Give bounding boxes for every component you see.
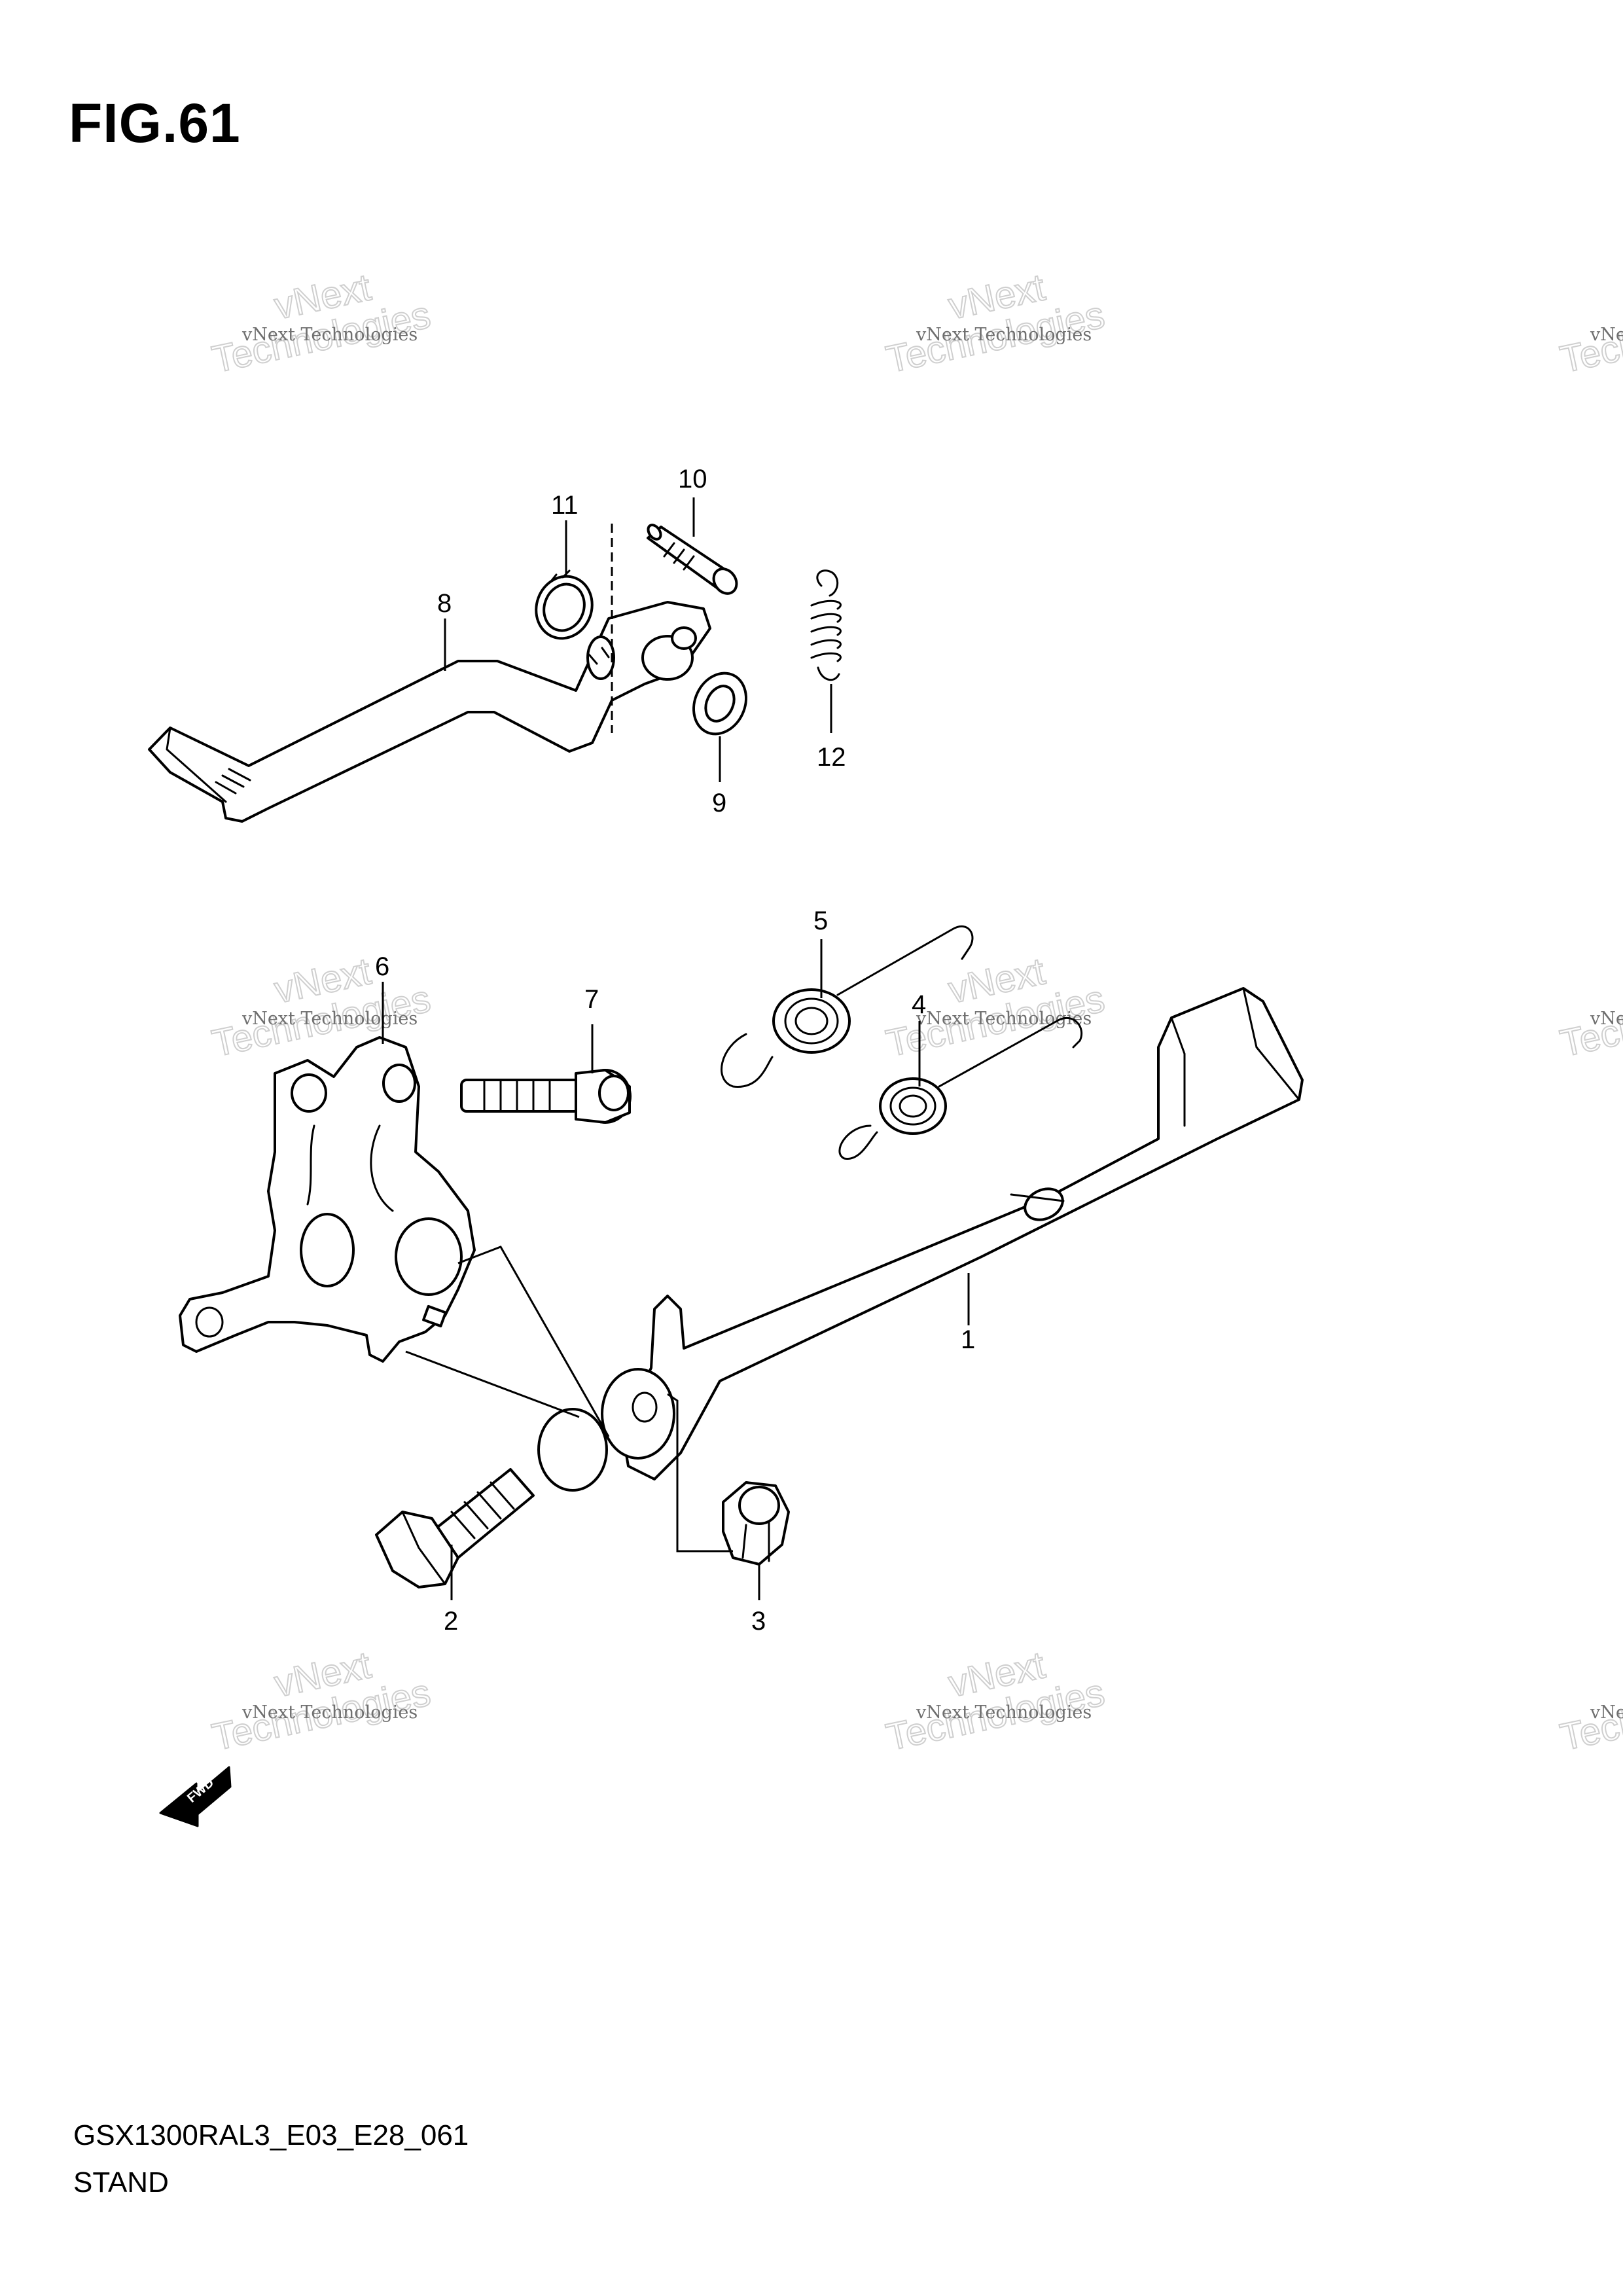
assembly-lines (405, 1246, 733, 1552)
callout-5: 5 (813, 906, 828, 935)
callout-4: 4 (912, 990, 926, 1019)
part-9-washer[interactable] (684, 664, 755, 742)
leader-lines (382, 497, 970, 1600)
part-3-nut[interactable] (722, 1481, 790, 1566)
part-11-snap-ring[interactable] (527, 569, 601, 647)
watermark: Technologies vNext Technologies (1556, 293, 1623, 382)
part-10-pin[interactable] (646, 523, 741, 598)
part-8-pedal-lever[interactable] (148, 524, 711, 823)
watermark: Technologies vNext vNext Technologies (208, 265, 435, 382)
part-1-side-stand[interactable] (537, 987, 1304, 1492)
part-7-bolt[interactable] (460, 1069, 632, 1124)
svg-text:vNext Technologies: vNext Technologies (1590, 325, 1623, 345)
callouts: 1 2 3 4 5 6 7 8 9 10 11 12 (375, 465, 975, 1636)
part-5-spring[interactable] (721, 925, 974, 1088)
figure-title: FIG.61 (69, 92, 241, 154)
callout-9: 9 (712, 789, 726, 817)
callout-3: 3 (751, 1607, 766, 1636)
fwd-arrow-icon: FWD (159, 1766, 232, 1827)
callout-8: 8 (437, 589, 452, 618)
part-4-spring[interactable] (838, 1016, 1083, 1160)
part-2-bolt[interactable] (375, 1468, 535, 1588)
diagram-name: STAND (73, 2166, 169, 2198)
callout-12: 12 (817, 743, 846, 772)
callout-11: 11 (551, 491, 579, 520)
watermark: Technologies vNext vNext Technologies (882, 1643, 1109, 1759)
watermark: Technologies vNext vNext Technologies (208, 1643, 435, 1759)
callout-10: 10 (678, 465, 707, 493)
svg-text:vNext Technologies: vNext Technologies (916, 1702, 1092, 1723)
svg-text:vNext Technologies: vNext Technologies (241, 325, 418, 345)
svg-text:vNext Technologies: vNext Technologies (241, 1009, 418, 1029)
callout-6: 6 (375, 952, 389, 981)
callout-7: 7 (584, 985, 599, 1014)
watermark: Technologies vNext vNext Technologies (882, 265, 1109, 382)
svg-text:vNext Technologies: vNext Technologies (916, 325, 1092, 345)
part-6-bracket[interactable] (179, 1036, 476, 1363)
watermark: Technologies vNext Technologies (1556, 1670, 1623, 1759)
part-12-spring[interactable] (810, 569, 842, 681)
svg-text:vNext Technologies: vNext Technologies (241, 1702, 418, 1723)
callout-1: 1 (961, 1325, 975, 1354)
watermark: Technologies vNext Technologies (1556, 977, 1623, 1066)
svg-text:vNext Technologies: vNext Technologies (1590, 1702, 1623, 1723)
callout-2: 2 (444, 1607, 458, 1636)
diagram-code: GSX1300RAL3_E03_E28_061 (73, 2119, 469, 2151)
svg-text:vNext Technologies: vNext Technologies (1590, 1009, 1623, 1029)
